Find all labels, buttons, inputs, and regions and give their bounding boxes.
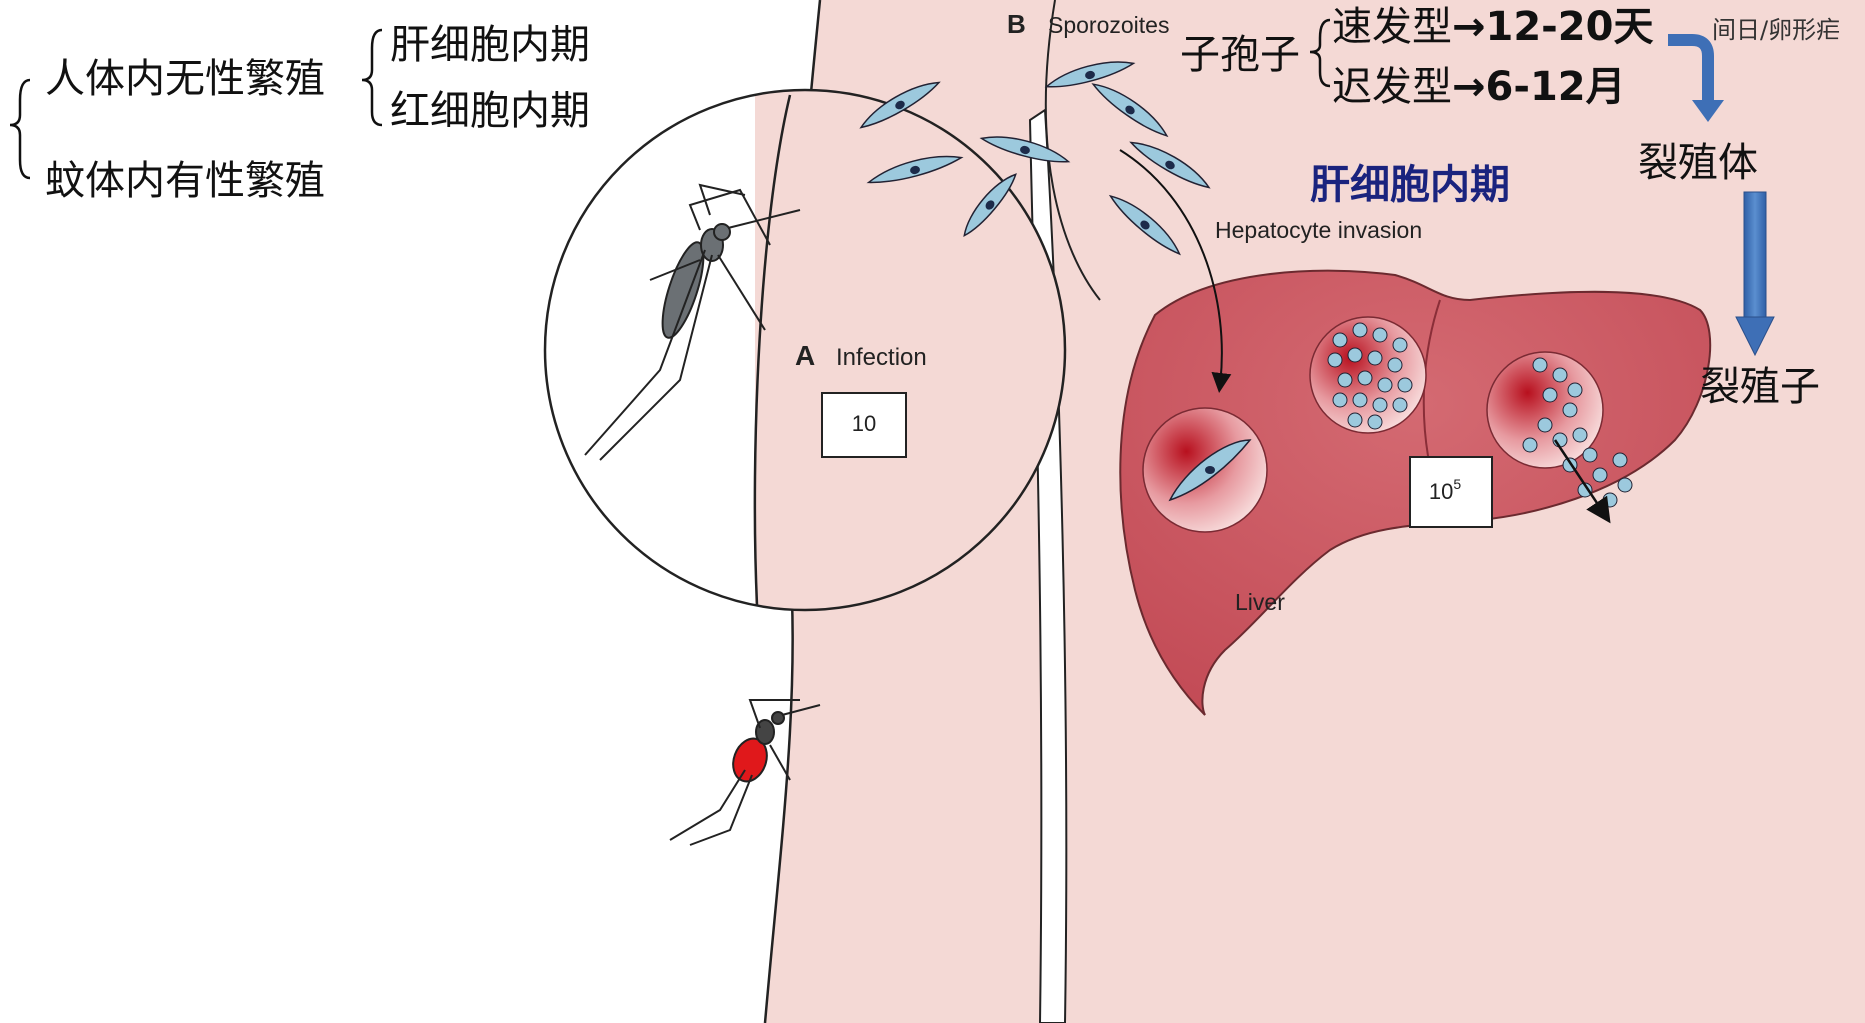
svg-text:迟发型→6-12月: 迟发型→6-12月 (1332, 64, 1626, 110)
svg-text:速发型→12-20天: 速发型→12-20天 (1332, 4, 1653, 50)
liver-stage-title: 肝细胞内期 (1310, 162, 1510, 208)
panel-b-title: Sporozoites (1048, 12, 1169, 38)
liver-stage: 肝细胞内期 (390, 22, 590, 68)
count-box-infection: 10 (822, 393, 906, 457)
slow-period: 6-12月 (1486, 64, 1626, 110)
panel-a-letter: A (795, 340, 815, 371)
liver-count-exponent: 5 (1453, 476, 1461, 492)
brace-inner (362, 30, 382, 125)
merozoite-label: 裂殖子 (1700, 364, 1820, 410)
count-box-liver: 105 (1410, 457, 1492, 527)
hepatocyte-schizont-cell (1310, 317, 1426, 433)
brace-outer (10, 80, 30, 178)
liver-label: Liver (1235, 589, 1285, 615)
invasion-label: Hepatocyte invasion (1215, 217, 1422, 243)
fast-arrow: → (1452, 4, 1486, 50)
infection-count: 10 (852, 411, 876, 436)
panel-a-title: Infection (836, 344, 927, 371)
asexual-in-human: 人体内无性繁殖 (45, 56, 325, 102)
sexual-in-mosquito: 蚊体内有性繁殖 (45, 158, 325, 204)
slow-arrow: → (1452, 64, 1486, 110)
rbc-stage: 红细胞内期 (390, 88, 590, 134)
hepatocyte-infected-cell (1143, 408, 1267, 532)
fast-period: 12-20天 (1486, 4, 1654, 50)
fast-type: 速发型 (1332, 4, 1452, 50)
slow-type: 迟发型 (1332, 64, 1452, 110)
panel-b-letter: B (1007, 9, 1026, 39)
schizont-label: 裂殖体 (1638, 140, 1758, 186)
species-note: 间日/卵形疟 (1712, 16, 1840, 44)
sporozoite-heading: 子孢子 (1180, 32, 1300, 78)
liver-count-base: 10 (1429, 479, 1453, 504)
classification-tree: 人体内无性繁殖 肝细胞内期 红细胞内期 蚊体内有性繁殖 (10, 22, 590, 204)
